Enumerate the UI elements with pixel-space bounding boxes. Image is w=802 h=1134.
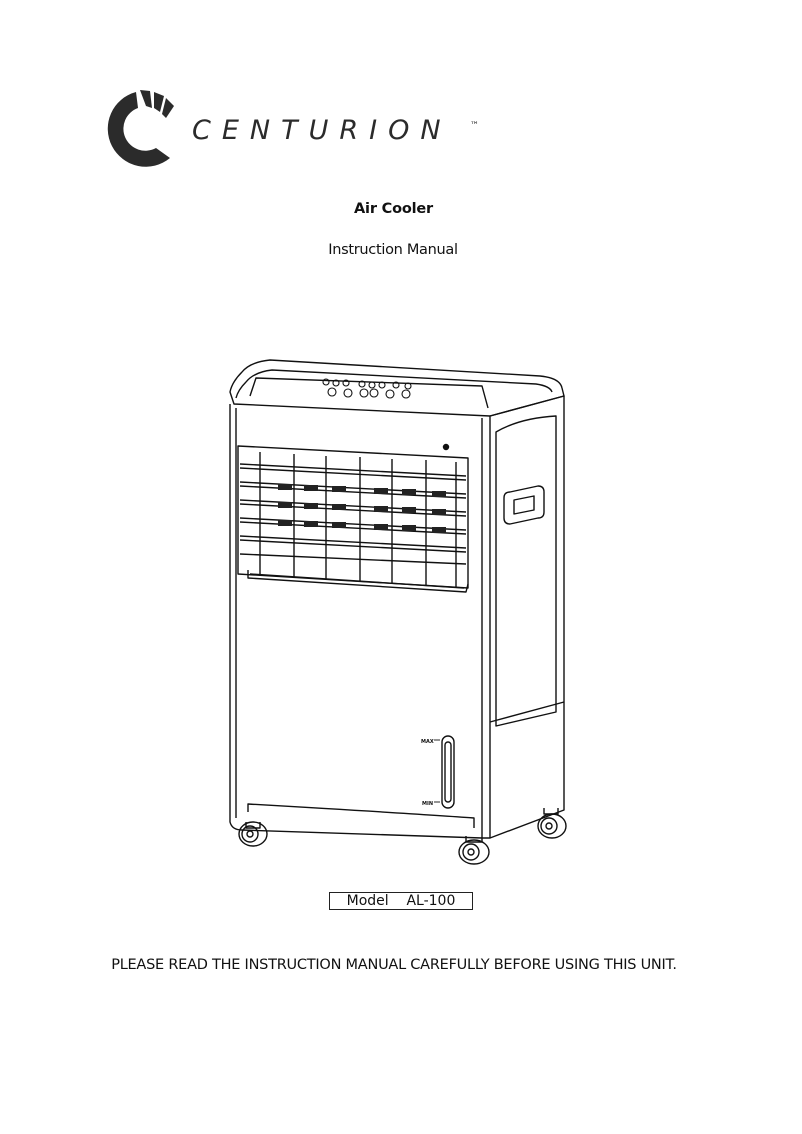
front-body bbox=[229, 404, 491, 839]
logo-trademark: ™ bbox=[470, 121, 479, 131]
centurion-logo-graphic: CENTURION ™ bbox=[107, 90, 479, 167]
water-level-max-label: MAX bbox=[421, 739, 434, 745]
water-level-window: MAX MIN bbox=[421, 735, 455, 809]
read-manual-notice: PLEASE READ THE INSTRUCTION MANUAL CAREF… bbox=[111, 957, 677, 973]
logo-emblem bbox=[107, 90, 174, 167]
logo-wordmark: CENTURION bbox=[192, 115, 452, 146]
air-cooler-illustration: MAX MIN bbox=[220, 352, 576, 870]
model-spacer bbox=[389, 893, 407, 909]
model-number: AL-100 bbox=[406, 893, 456, 909]
caster-back-right bbox=[537, 808, 567, 839]
caster-front-left bbox=[238, 821, 268, 847]
caster-wheels bbox=[238, 808, 567, 865]
side-body bbox=[489, 395, 565, 839]
document-subtitle: Instruction Manual bbox=[328, 242, 458, 258]
document-title: Air Cooler bbox=[354, 201, 433, 217]
model-label: Model bbox=[346, 893, 389, 909]
water-level-min-label: MIN bbox=[422, 801, 433, 807]
front-grille bbox=[237, 445, 469, 593]
top-cap bbox=[229, 359, 565, 417]
grille-texture bbox=[278, 484, 446, 533]
caster-front-right bbox=[458, 836, 490, 865]
sensor-dot bbox=[442, 443, 450, 451]
air-cooler-drawing: MAX MIN bbox=[229, 359, 567, 865]
model-label-box: Model AL-100 bbox=[329, 892, 473, 910]
centurion-logo: CENTURION ™ bbox=[94, 86, 494, 174]
control-panel-buttons bbox=[322, 378, 412, 399]
